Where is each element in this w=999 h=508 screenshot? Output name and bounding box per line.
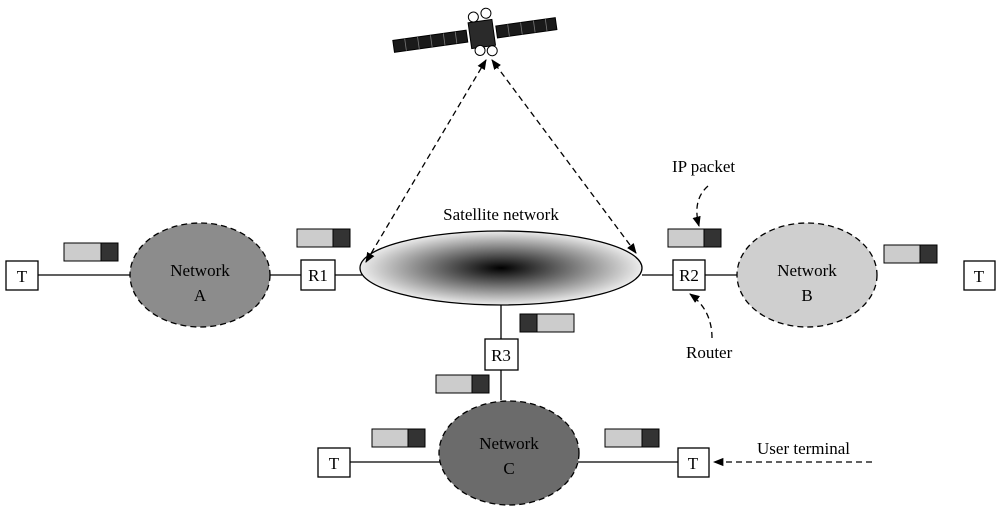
router-r1: [300, 259, 336, 291]
satellite-network-ellipse: [359, 230, 643, 306]
satellite-network-label: Satellite network: [443, 205, 559, 224]
network-a-cloud: [129, 222, 271, 328]
ip-packet-icon: [519, 313, 575, 333]
ip-packet-icon: [667, 228, 722, 248]
terminal-bottom-left: [317, 447, 351, 478]
network-b-cloud: [736, 222, 878, 328]
router-r3-label: R3: [491, 346, 511, 365]
network-b-label-line1: Network: [777, 261, 837, 280]
terminal-left-label: T: [17, 267, 28, 286]
router-r2: [672, 259, 706, 291]
ip-packet-icon: [883, 244, 938, 264]
network-b-label-line2: B: [801, 286, 812, 305]
terminal-right-label: T: [974, 267, 985, 286]
ip-packet-icon: [296, 228, 351, 248]
network-c-label-line1: Network: [479, 434, 539, 453]
ip-packet-icon: [604, 428, 660, 448]
terminal-right: [963, 260, 996, 291]
terminal-left: [5, 260, 39, 291]
router-r2-label: R2: [679, 266, 699, 285]
network-a-label-line1: Network: [170, 261, 230, 280]
ip-packet-icon: [435, 374, 490, 394]
ip-packet-annotation-arrow: [692, 185, 709, 228]
uplink-arrow-right: [491, 59, 637, 254]
router-r3: [484, 338, 519, 371]
ip-packet-annotation: IP packet: [672, 157, 735, 176]
ip-packet-icon: [63, 242, 119, 262]
terminal-bottom-right-label: T: [688, 454, 699, 473]
ip-packet-icon: [371, 428, 426, 448]
network-c-cloud: [438, 400, 580, 506]
network-c-label-line2: C: [503, 459, 514, 478]
user-terminal-annotation: User terminal: [757, 439, 850, 458]
terminal-bottom-right: [677, 447, 710, 478]
router-annotation-arrow: [689, 293, 713, 339]
network-a-label-line2: A: [194, 286, 207, 305]
router-r1-label: R1: [308, 266, 328, 285]
terminal-bottom-left-label: T: [329, 454, 340, 473]
uplink-arrow-left: [365, 59, 487, 263]
satellite-icon: [392, 7, 558, 57]
router-annotation: Router: [686, 343, 733, 362]
